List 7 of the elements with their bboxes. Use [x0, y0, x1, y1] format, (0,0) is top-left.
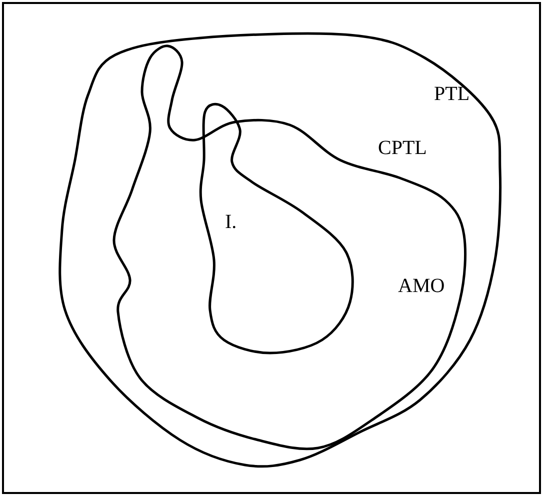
region-label: PTL — [434, 84, 470, 104]
region-outline — [112, 44, 466, 450]
region-outline — [199, 102, 354, 354]
region-label: CPTL — [378, 138, 427, 158]
region-outline — [58, 32, 502, 468]
region-label: I. — [225, 212, 237, 232]
region-label: AMO — [398, 276, 445, 296]
